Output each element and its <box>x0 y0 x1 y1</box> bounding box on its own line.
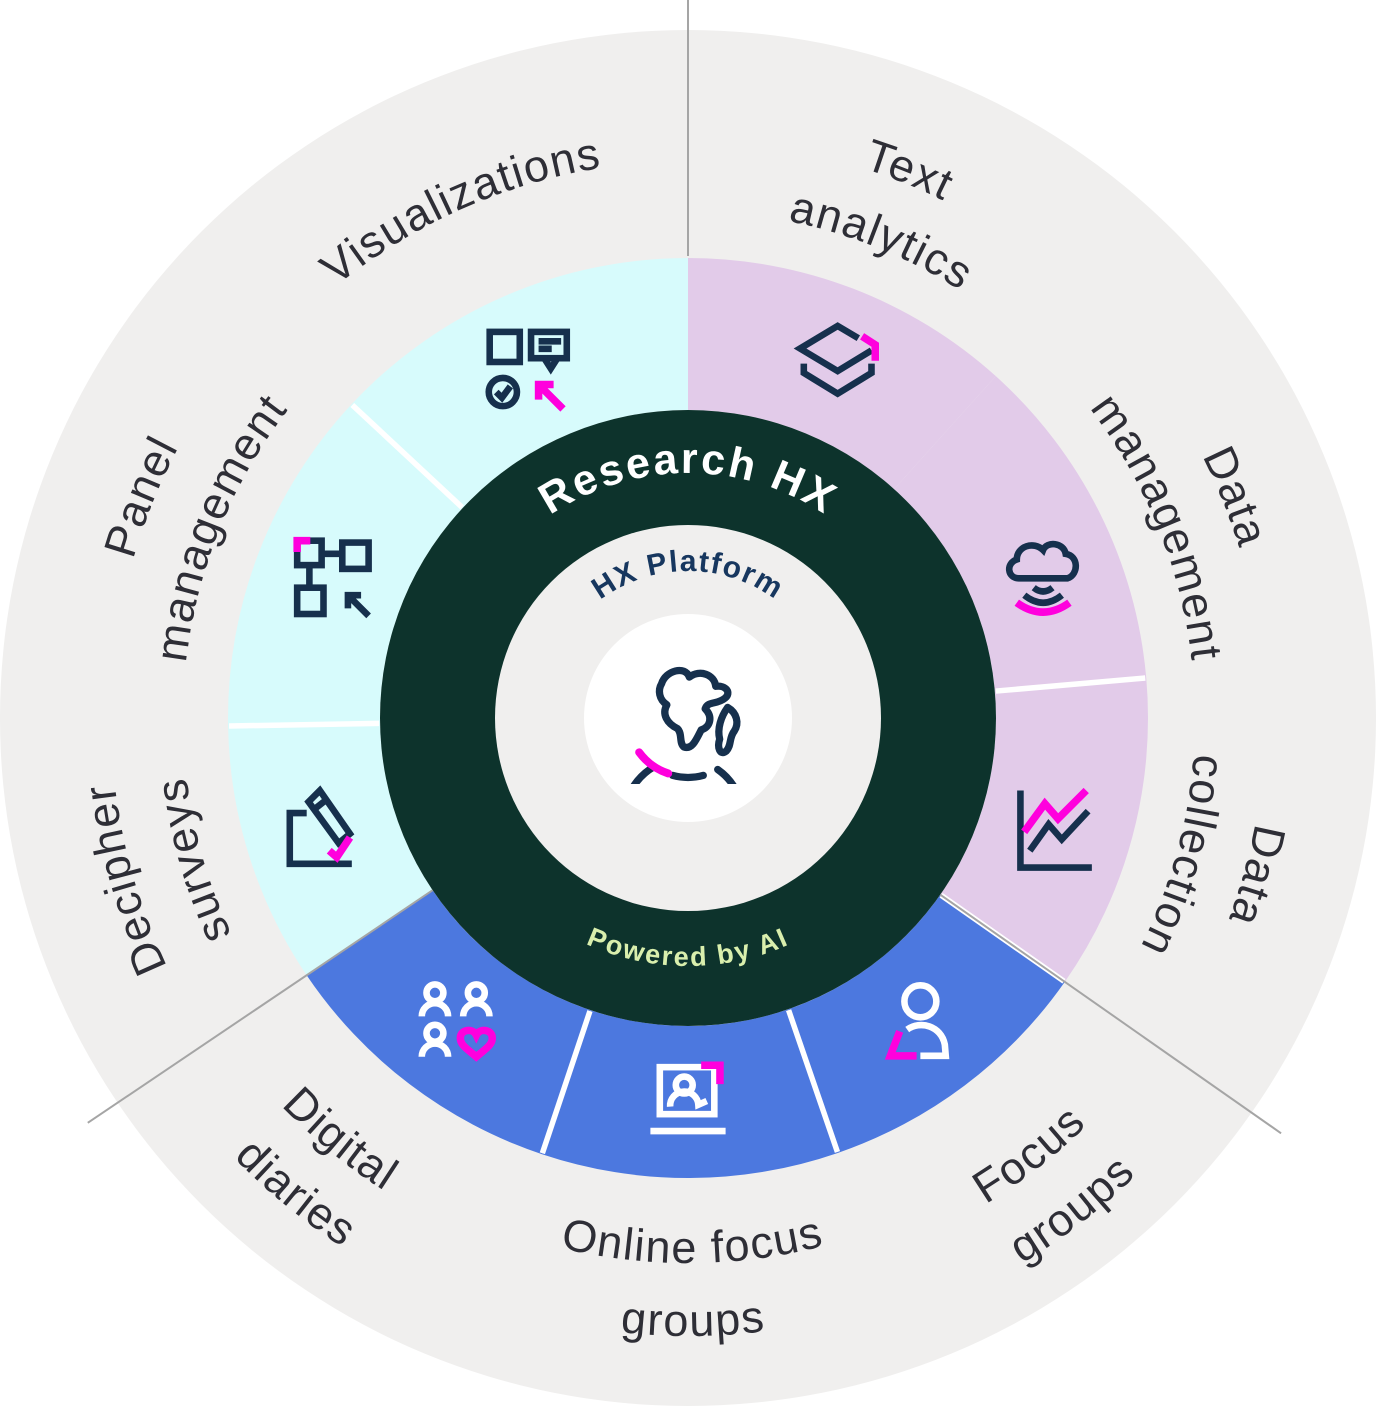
segment-divider <box>995 675 1146 694</box>
group-divider <box>87 889 434 1124</box>
segment-divider <box>786 1009 841 1153</box>
segment-visualizations <box>351 258 688 508</box>
group-divider <box>939 893 1282 1135</box>
center-disc <box>584 614 792 822</box>
segment-divider <box>229 720 380 729</box>
segment-divider <box>539 1010 593 1155</box>
segment-text-analytics <box>688 258 996 490</box>
segment-digital-diaries <box>306 890 591 1155</box>
segment-label-online-focus-groups: groups <box>619 1290 767 1346</box>
segment-divider <box>350 402 464 510</box>
segment-data-management <box>894 376 1147 692</box>
segment-decipher-surveys <box>228 723 433 976</box>
